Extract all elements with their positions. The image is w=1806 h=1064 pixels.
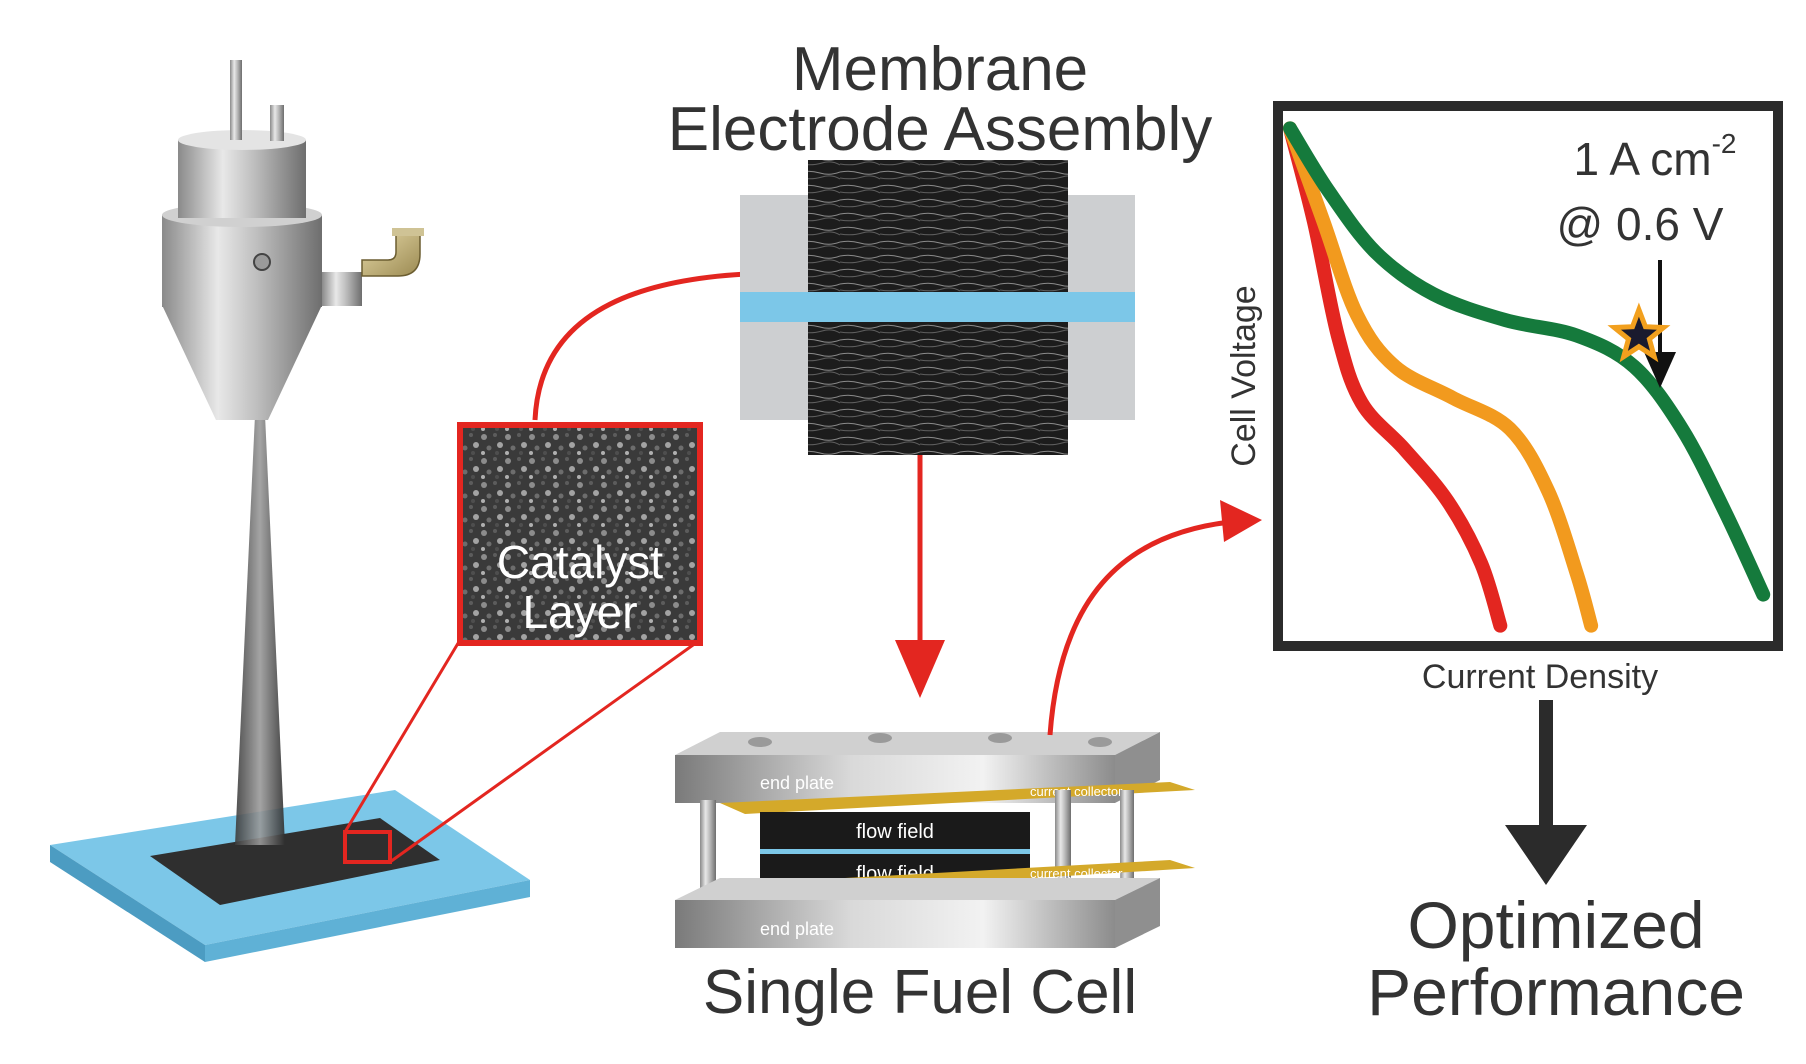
substrate-side-left xyxy=(50,845,205,962)
coated-area xyxy=(150,818,440,905)
fuel-cell-title: Single Fuel Cell xyxy=(703,958,1137,1027)
inlet-pin xyxy=(230,60,242,140)
zoom-line-lower xyxy=(389,638,701,864)
flow-field-top-label: flow field xyxy=(856,821,934,843)
annotation-arrow-head xyxy=(1644,352,1676,388)
chart-series-layer xyxy=(1283,121,1771,633)
chart-frame xyxy=(1273,101,1783,651)
chart-ylabel: Cell Voltage xyxy=(1225,285,1263,466)
annotation-line1: 1 A cm-2 xyxy=(1574,128,1737,185)
nozzle-head xyxy=(178,140,306,218)
flow-field-top xyxy=(760,812,1030,850)
spray-cone xyxy=(235,415,285,845)
polarization-chart: Cell Voltage Current Density 1 A cm-2 @ … xyxy=(1225,101,1783,696)
catalyst-label-line1: Catalyst xyxy=(497,536,663,588)
elbow-fitting xyxy=(361,231,421,277)
zoom-line-upper xyxy=(343,639,462,833)
catalyst-image xyxy=(457,422,703,646)
result-line2: Performance xyxy=(1367,955,1745,1029)
fuel-cell-panel: end plate current collector flow field f… xyxy=(675,732,1195,1027)
arrow-head-cell-to-chart xyxy=(1220,500,1262,542)
annotation-line1-main: 1 A cm xyxy=(1574,133,1712,185)
mea-title-line2: Electrode Assembly xyxy=(668,95,1212,164)
operating-point-star-icon xyxy=(1607,302,1671,363)
nozzle-cone xyxy=(162,305,322,420)
zoom-region-box xyxy=(343,830,392,864)
screw-icon xyxy=(253,253,271,271)
mea-panel: Membrane Electrode Assembly xyxy=(668,35,1212,455)
chart-series-1 xyxy=(1283,121,1599,633)
arrow-head-mea-to-cell xyxy=(895,640,945,698)
inlet-pin-short xyxy=(270,105,284,141)
end-plate-bottom-label: end plate xyxy=(760,919,834,939)
current-collector-top-label: current collector xyxy=(1030,784,1123,799)
chart-xlabel: Current Density xyxy=(1422,658,1658,696)
end-plate-top-label: end plate xyxy=(760,773,834,793)
chart-marker-layer xyxy=(1607,302,1671,363)
current-collector-bottom-label: current collector xyxy=(1030,866,1123,881)
chart-series-2 xyxy=(1283,121,1771,602)
end-plate-bottom xyxy=(675,900,1115,948)
result-line1: Optimized xyxy=(1407,888,1704,962)
substrate-side-front xyxy=(205,880,530,962)
catalyst-layer-panel: Catalyst Layer xyxy=(457,422,703,646)
spray-coater-illustration xyxy=(50,60,530,962)
catalyst-label-line2: Layer xyxy=(522,586,637,638)
arrow-cell-to-chart xyxy=(1047,519,1231,736)
mea-in-cell xyxy=(760,849,1030,854)
membrane xyxy=(740,292,1135,322)
annotation-superscript: -2 xyxy=(1712,128,1737,159)
arrow-head-chart-to-result xyxy=(1505,825,1587,885)
fitting-nut xyxy=(322,272,362,306)
chart-series-0 xyxy=(1283,121,1508,633)
annotation-line2: @ 0.6 V xyxy=(1557,198,1724,250)
nozzle-body xyxy=(162,215,322,307)
current-collector-top xyxy=(720,782,1195,814)
mea-title-line1: Membrane xyxy=(792,35,1088,104)
